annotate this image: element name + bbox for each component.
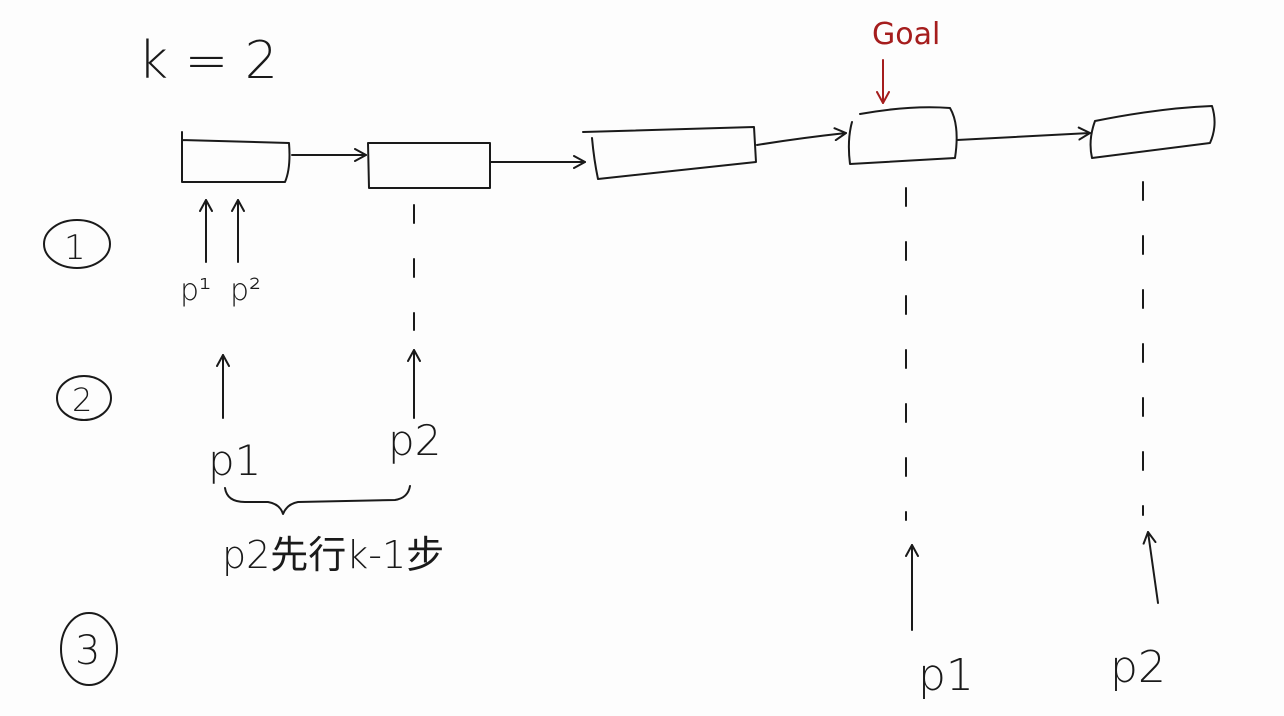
step3-p1-label: p1	[918, 650, 974, 701]
next-arrow-4	[956, 126, 1091, 141]
step2-gap-brace	[224, 485, 411, 515]
step-3-label: 3	[75, 628, 100, 674]
goal-label: Goal	[872, 17, 940, 52]
step-1-circle	[43, 219, 111, 269]
step2-p2-label: p2	[388, 416, 441, 465]
step-1-label: 1	[64, 228, 86, 268]
step1-p1-label: p¹	[180, 273, 211, 308]
step-2-label: 2	[72, 381, 92, 419]
list-node-4-goal	[847, 106, 958, 165]
step-2-circle	[56, 375, 112, 421]
step1-p2-label: p²	[230, 273, 261, 308]
step-3-circle	[60, 612, 118, 686]
title-k-equals-2: k = 2	[138, 31, 278, 91]
list-node-5	[1089, 105, 1216, 159]
list-node-1	[181, 131, 291, 183]
list-node-2	[367, 142, 491, 189]
next-arrow-3	[756, 127, 847, 146]
list-node-3	[582, 126, 757, 180]
step2-note: p2先行k-1步	[222, 533, 444, 577]
step2-p1-label: p1	[208, 436, 261, 485]
step3-p2-label: p2	[1110, 642, 1166, 693]
step3-p2-arrow	[1142, 531, 1159, 604]
